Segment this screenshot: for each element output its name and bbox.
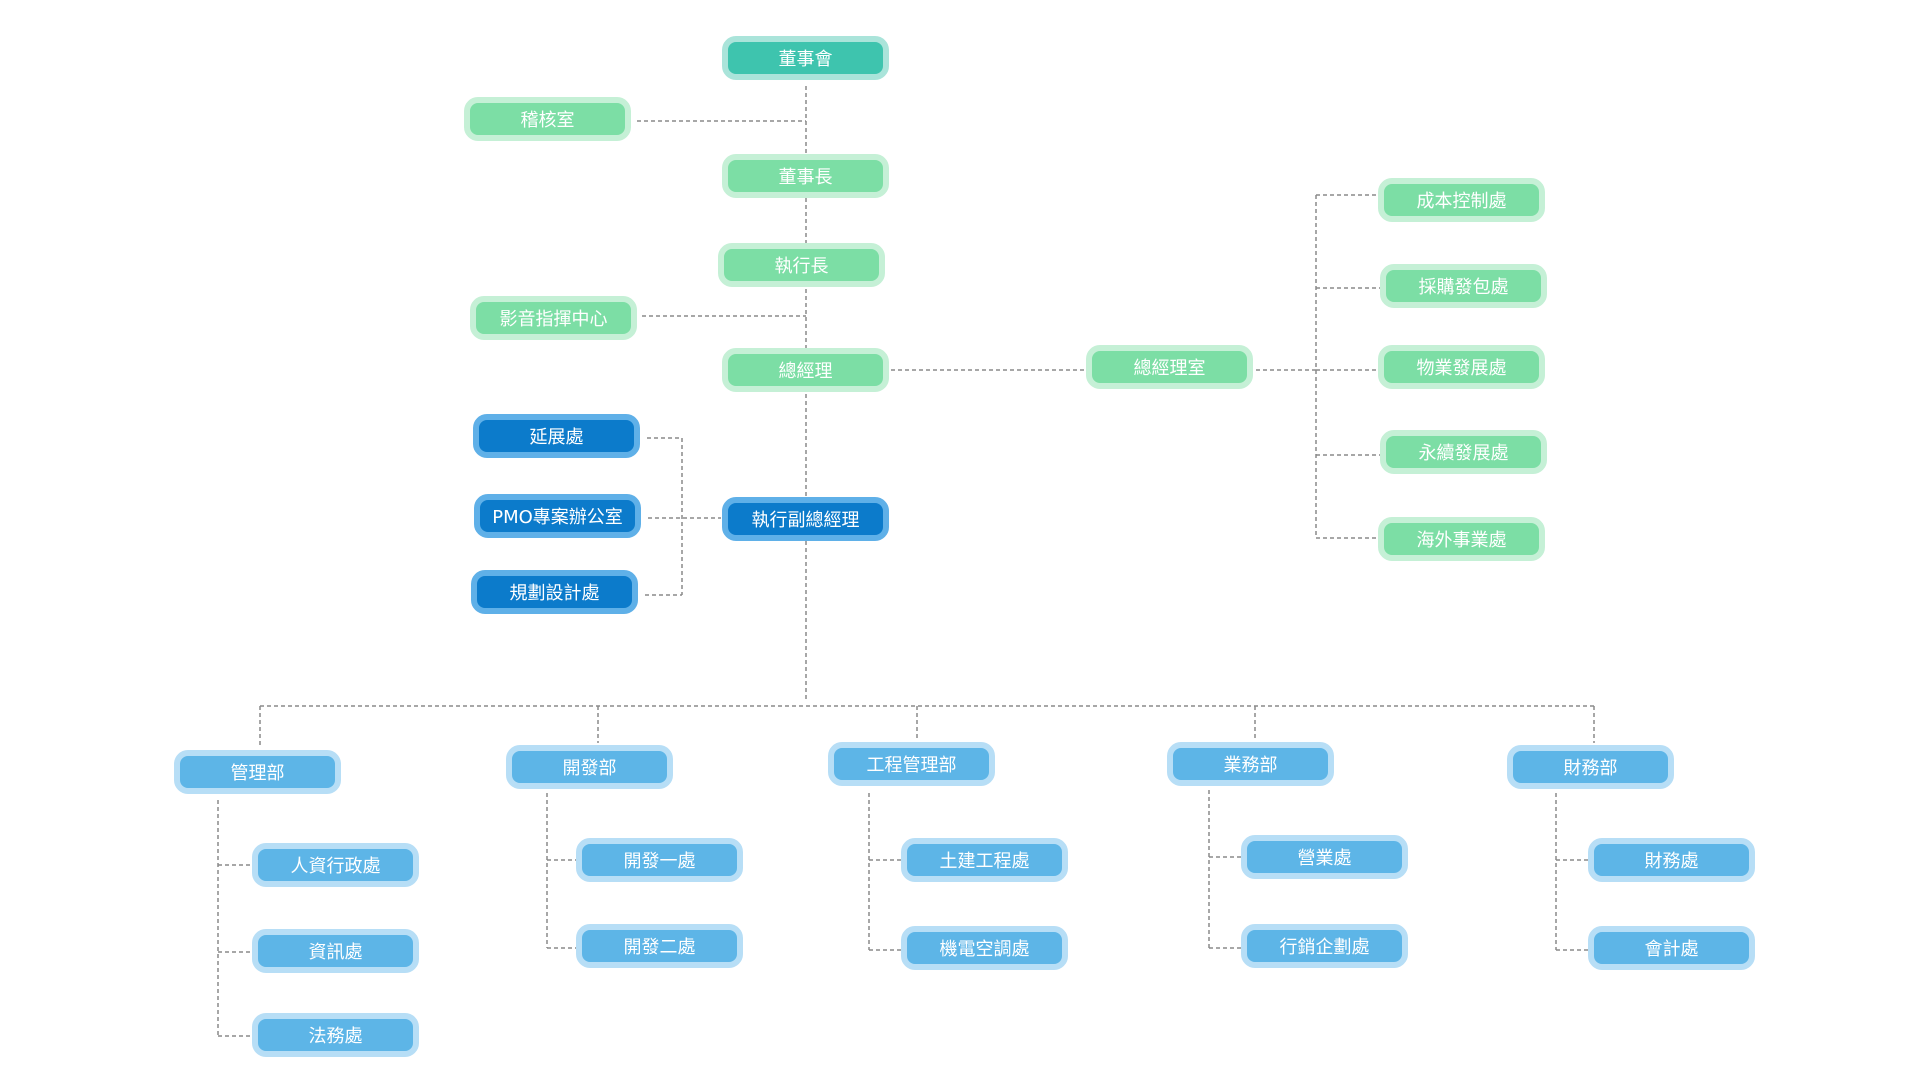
node-hr-admin[interactable]: 人資行政處 [252,843,419,887]
node-hr-admin-label: 人資行政處 [290,856,381,877]
node-chairman[interactable]: 董事長 [722,154,889,198]
node-mep-hvac-label: 機電空調處 [939,939,1030,960]
node-property-development[interactable]: 物業發展處 [1378,345,1545,389]
node-extension[interactable]: 延展處 [473,414,640,458]
node-mep-hvac[interactable]: 機電空調處 [901,926,1068,970]
node-finance-office[interactable]: 財務處 [1588,838,1755,882]
node-av-command-center-label: 影音指揮中心 [499,309,608,330]
node-legal-label: 法務處 [308,1026,363,1047]
node-dept-development[interactable]: 開發部 [506,745,673,789]
node-marketing-planning[interactable]: 行銷企劃處 [1241,924,1408,968]
node-dept-engineering[interactable]: 工程管理部 [828,742,995,786]
node-sustainability-label: 永續發展處 [1418,443,1509,464]
node-information[interactable]: 資訊處 [252,929,419,973]
node-president-office[interactable]: 總經理室 [1086,345,1253,389]
node-president-office-label: 總經理室 [1133,358,1206,379]
node-dept-engineering-label: 工程管理部 [866,755,957,776]
node-president[interactable]: 總經理 [722,348,889,392]
node-ceo[interactable]: 執行長 [718,243,885,287]
node-development-1[interactable]: 開發一處 [576,838,743,882]
node-extension-label: 延展處 [529,427,584,448]
node-planning-design[interactable]: 規劃設計處 [471,570,638,614]
node-development-2[interactable]: 開發二處 [576,924,743,968]
node-executive-vp[interactable]: 執行副總經理 [722,497,889,541]
node-sales-label: 營業處 [1297,848,1352,869]
node-sales[interactable]: 營業處 [1241,835,1408,879]
node-procurement-label: 採購發包處 [1418,277,1509,298]
node-accounting-label: 會計處 [1644,939,1699,960]
node-pmo-office[interactable]: PMO專案辦公室 [474,494,641,538]
node-sustainability[interactable]: 永續發展處 [1380,430,1547,474]
node-dept-management[interactable]: 管理部 [174,750,341,794]
node-dept-development-label: 開發部 [562,758,617,779]
node-legal[interactable]: 法務處 [252,1013,419,1057]
node-dept-business[interactable]: 業務部 [1167,742,1334,786]
node-marketing-planning-label: 行銷企劃處 [1279,937,1370,958]
node-av-command-center[interactable]: 影音指揮中心 [470,296,637,340]
node-dept-finance-label: 財務部 [1563,758,1618,779]
node-finance-office-label: 財務處 [1644,851,1699,872]
node-dept-business-label: 業務部 [1223,755,1278,776]
node-president-label: 總經理 [778,361,833,382]
node-development-1-label: 開發一處 [623,851,696,872]
node-executive-vp-label: 執行副總經理 [751,510,860,531]
node-audit-office[interactable]: 稽核室 [464,97,631,141]
node-dept-management-label: 管理部 [230,763,285,784]
node-overseas-business-label: 海外事業處 [1416,530,1507,551]
node-civil-engineering[interactable]: 土建工程處 [901,838,1068,882]
node-civil-engineering-label: 土建工程處 [939,851,1030,872]
node-information-label: 資訊處 [308,942,363,963]
node-pmo-office-label: PMO專案辦公室 [492,507,623,528]
node-overseas-business[interactable]: 海外事業處 [1378,517,1545,561]
node-property-development-label: 物業發展處 [1416,358,1507,379]
node-cost-control[interactable]: 成本控制處 [1378,178,1545,222]
node-audit-office-label: 稽核室 [520,110,575,131]
node-board[interactable]: 董事會 [722,36,889,80]
node-accounting[interactable]: 會計處 [1588,926,1755,970]
node-chairman-label: 董事長 [778,167,833,188]
node-ceo-label: 執行長 [774,256,829,277]
node-planning-design-label: 規劃設計處 [509,583,600,604]
node-development-2-label: 開發二處 [623,937,696,958]
node-cost-control-label: 成本控制處 [1416,191,1507,212]
node-dept-finance[interactable]: 財務部 [1507,745,1674,789]
node-procurement[interactable]: 採購發包處 [1380,264,1547,308]
node-board-label: 董事會 [778,49,833,70]
